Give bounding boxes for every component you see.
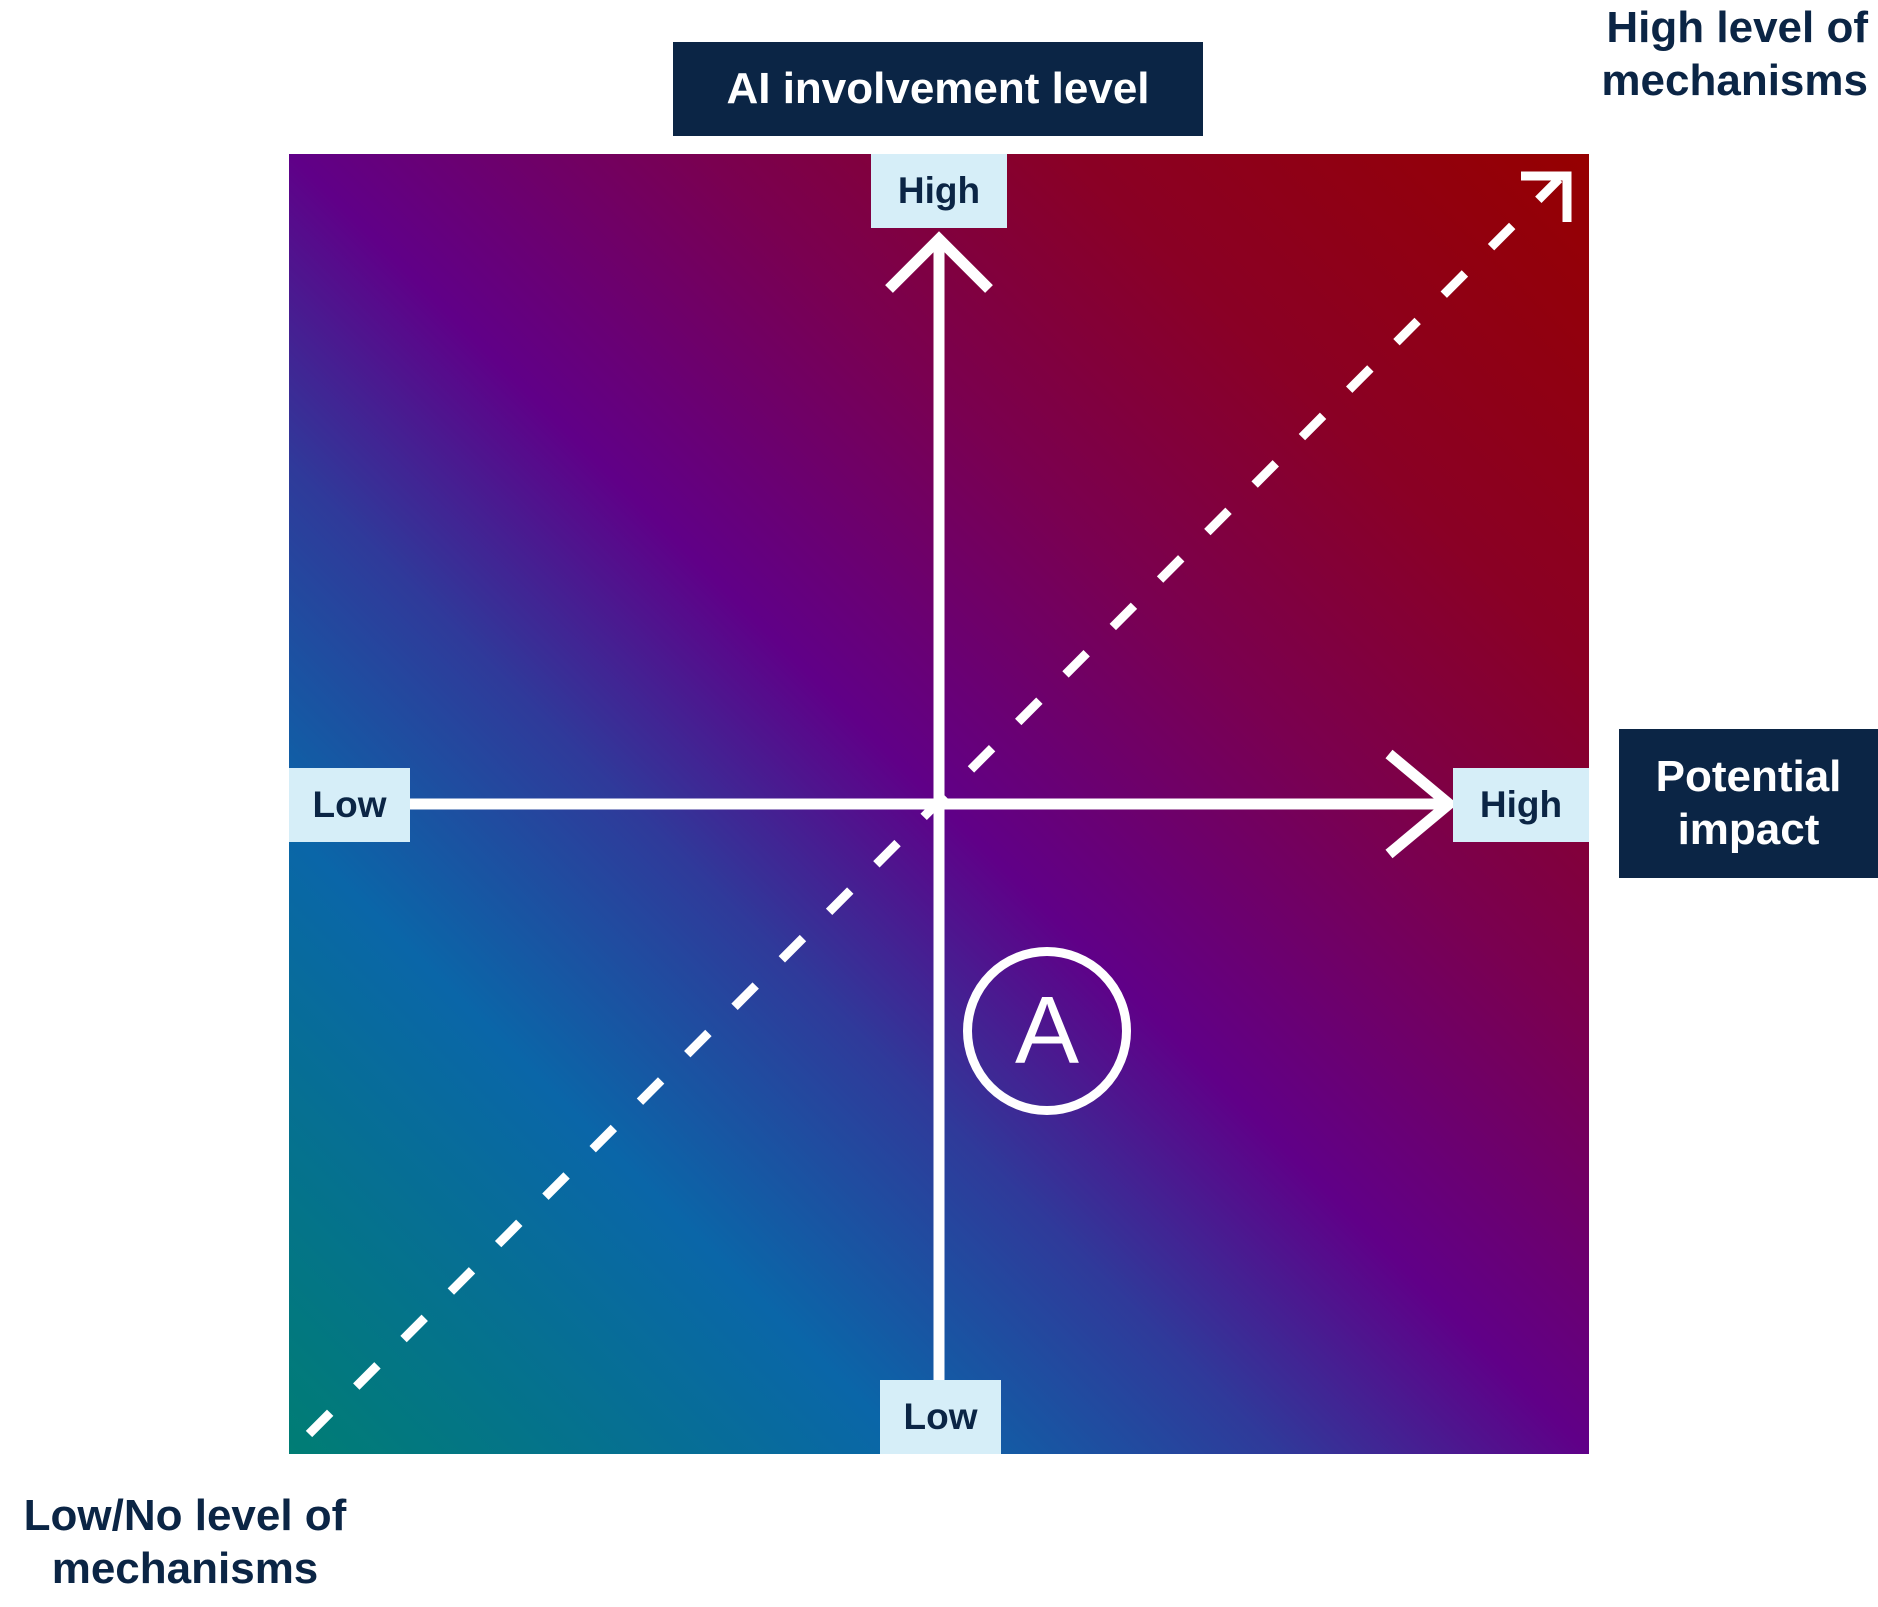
matrix-arrows bbox=[305, 171, 1572, 1438]
potential-impact-label: Potential impact bbox=[1619, 729, 1878, 878]
vertical-axis-arrowhead bbox=[885, 231, 993, 293]
horizontal-axis-arrowhead bbox=[1385, 749, 1458, 859]
mechanisms-diagonal-arrowhead bbox=[1521, 171, 1572, 222]
vertical-low-tag: Low bbox=[880, 1380, 1001, 1454]
mechanisms-diagonal-line bbox=[305, 175, 1563, 1438]
marker-a-label: A bbox=[1014, 977, 1080, 1084]
vertical-high-tag: High bbox=[871, 154, 1007, 228]
horizontal-high-tag: High bbox=[1453, 768, 1589, 842]
horizontal-low-tag: Low bbox=[289, 768, 410, 842]
matrix-area bbox=[289, 154, 1589, 1454]
low-mechanisms-label: Low/No level of mechanisms bbox=[23, 1491, 347, 1593]
marker-a-circle: A bbox=[963, 947, 1131, 1115]
ai-involvement-title: AI involvement level bbox=[673, 42, 1203, 136]
high-mechanisms-label: High level of mechanisms bbox=[1601, 3, 1868, 105]
